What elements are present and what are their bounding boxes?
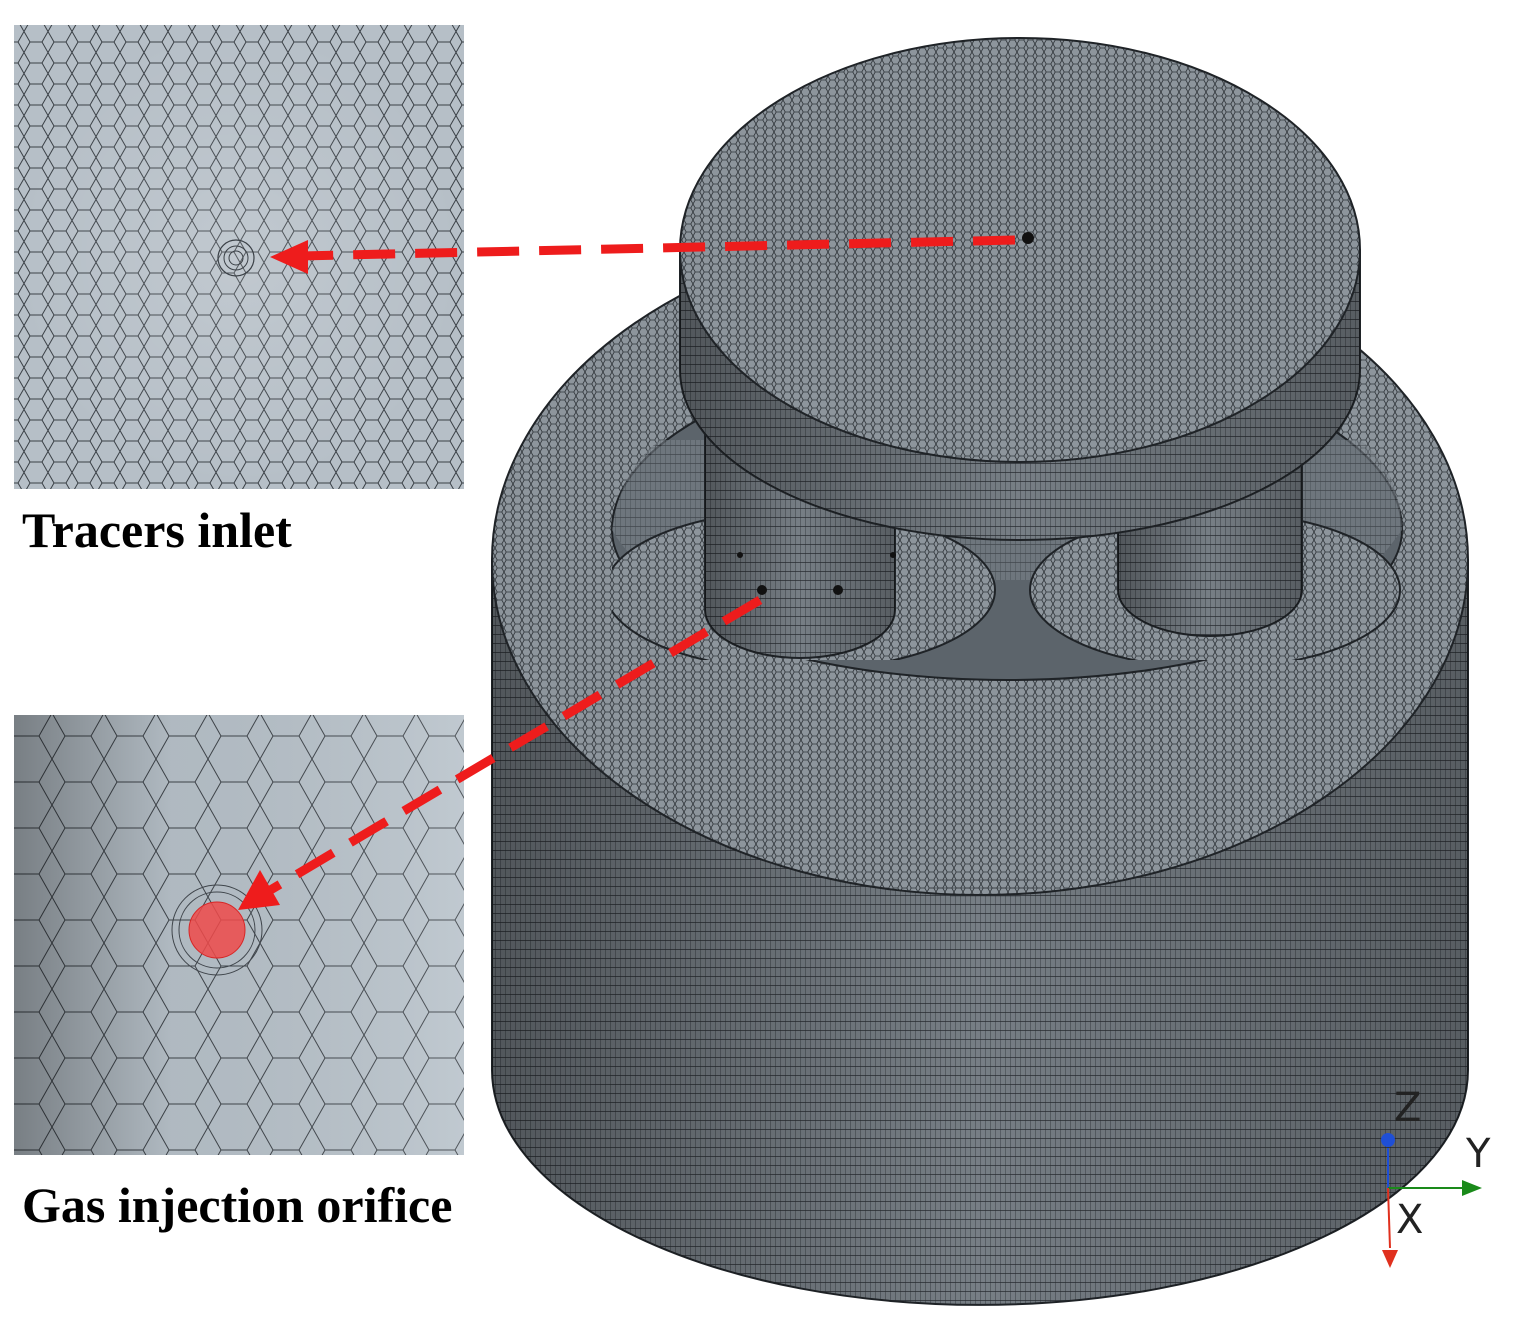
y-axis-tip — [1462, 1180, 1482, 1196]
orifice-dots — [737, 552, 896, 595]
top-plate-face — [679, 37, 1361, 463]
gas-orifice-marker — [188, 901, 246, 959]
mesh-body — [491, 37, 1469, 1306]
z-axis-label: Z — [1394, 1085, 1422, 1131]
arrow-head-gas — [238, 870, 280, 910]
tracers-inlet-point — [1022, 232, 1034, 244]
y-axis-label: Y — [1466, 1131, 1491, 1177]
arrow-to-gas-inset — [259, 596, 763, 899]
x-axis-label: X — [1396, 1197, 1424, 1243]
axis-triad — [1381, 1133, 1482, 1268]
pointer-arrows — [238, 235, 1016, 910]
x-axis-tip — [1382, 1250, 1398, 1268]
gas-injection-orifice-caption: Gas injection orifice — [22, 1177, 453, 1233]
inset-gas-orifice — [14, 715, 464, 1155]
arrow-head-tracers — [270, 240, 308, 274]
z-axis-tip — [1381, 1133, 1395, 1147]
tracers-inlet-ring — [217, 239, 255, 277]
x-axis-line — [1387, 1187, 1391, 1249]
inset-tracers-inlet — [14, 25, 464, 489]
arrow-to-tracers-inset — [299, 235, 1016, 261]
tracers-inlet-caption: Tracers inlet — [22, 502, 292, 558]
